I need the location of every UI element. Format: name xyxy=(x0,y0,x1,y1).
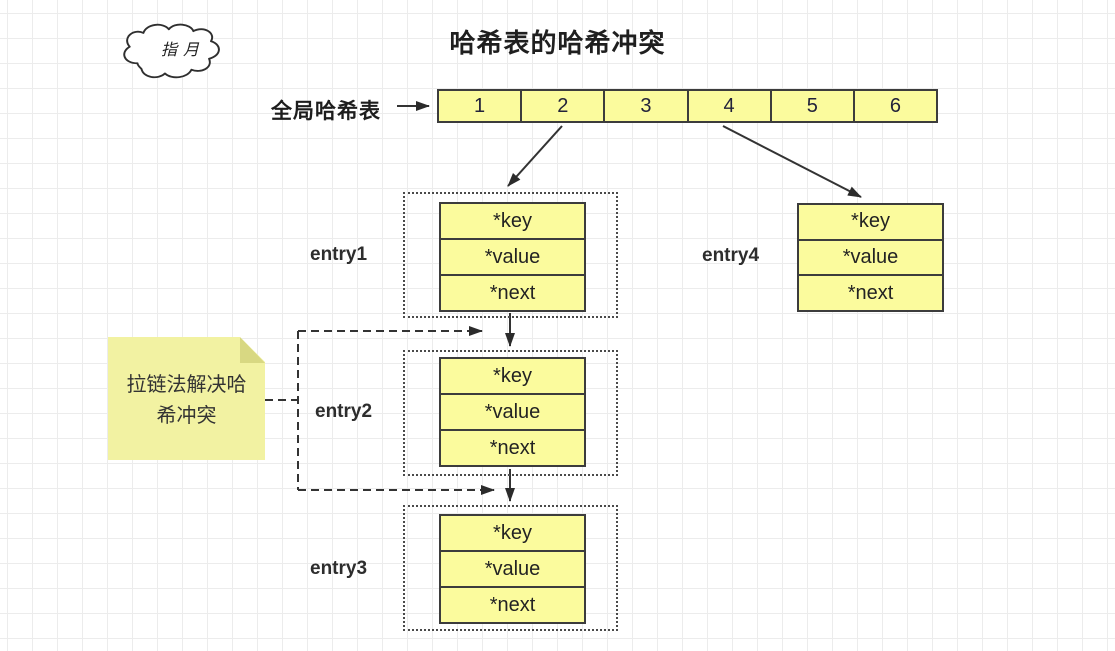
hash-slot-2: 2 xyxy=(520,91,603,121)
hash-slot-1: 1 xyxy=(474,94,486,117)
entry4-label: entry4 xyxy=(702,245,760,266)
entry2-node xyxy=(403,350,618,476)
entry3-struct: *key *value *next xyxy=(439,514,586,624)
sticky-note-text: 拉链法解决哈希冲突 xyxy=(126,374,247,427)
entry3-key-field: *key xyxy=(493,521,532,544)
slot2-to-entry1-arrow xyxy=(507,125,563,187)
entry2-next-field: *next xyxy=(441,429,584,465)
hash-table-label: 全局哈希表 xyxy=(271,100,381,123)
entry1-struct: *key *value *next xyxy=(439,202,586,312)
entry3-label: entry3 xyxy=(310,558,368,579)
hash-slot-4: 4 xyxy=(686,91,770,121)
entry3-value-field: *value xyxy=(441,550,584,586)
entry4-next-field: *next xyxy=(799,274,942,310)
slot4-to-entry4-arrow xyxy=(722,125,862,198)
entry1-label: entry1 xyxy=(310,244,368,265)
entry2-key-field: *key xyxy=(493,364,532,387)
sticky-note: 拉链法解决哈希冲突 xyxy=(108,337,265,460)
entry1-key-field: *key xyxy=(493,209,532,232)
entry3-node xyxy=(403,505,618,631)
cloud-label: 指月 xyxy=(160,40,205,59)
entry4-value-field: *value xyxy=(799,238,942,275)
hash-slot-5: 5 xyxy=(769,91,853,121)
entry4-key-field: *key xyxy=(851,210,890,233)
entry2-label: entry2 xyxy=(315,401,373,422)
sticky-note-fold-icon xyxy=(240,337,265,363)
hash-slot-6: 6 xyxy=(852,91,936,121)
hash-slot-3: 3 xyxy=(603,91,686,121)
hash-table: 1 2 3 4 5 6 xyxy=(437,89,938,123)
entry2-struct: *key *value *next xyxy=(439,357,586,467)
entry1-next-field: *next xyxy=(441,274,584,310)
entry4-struct: *key *value *next xyxy=(797,203,944,312)
entry2-value-field: *value xyxy=(441,393,584,429)
entry1-node xyxy=(403,192,618,318)
page-title: 哈希表的哈希冲突 xyxy=(449,28,666,58)
entry1-value-field: *value xyxy=(441,238,584,274)
entry3-next-field: *next xyxy=(441,586,584,622)
